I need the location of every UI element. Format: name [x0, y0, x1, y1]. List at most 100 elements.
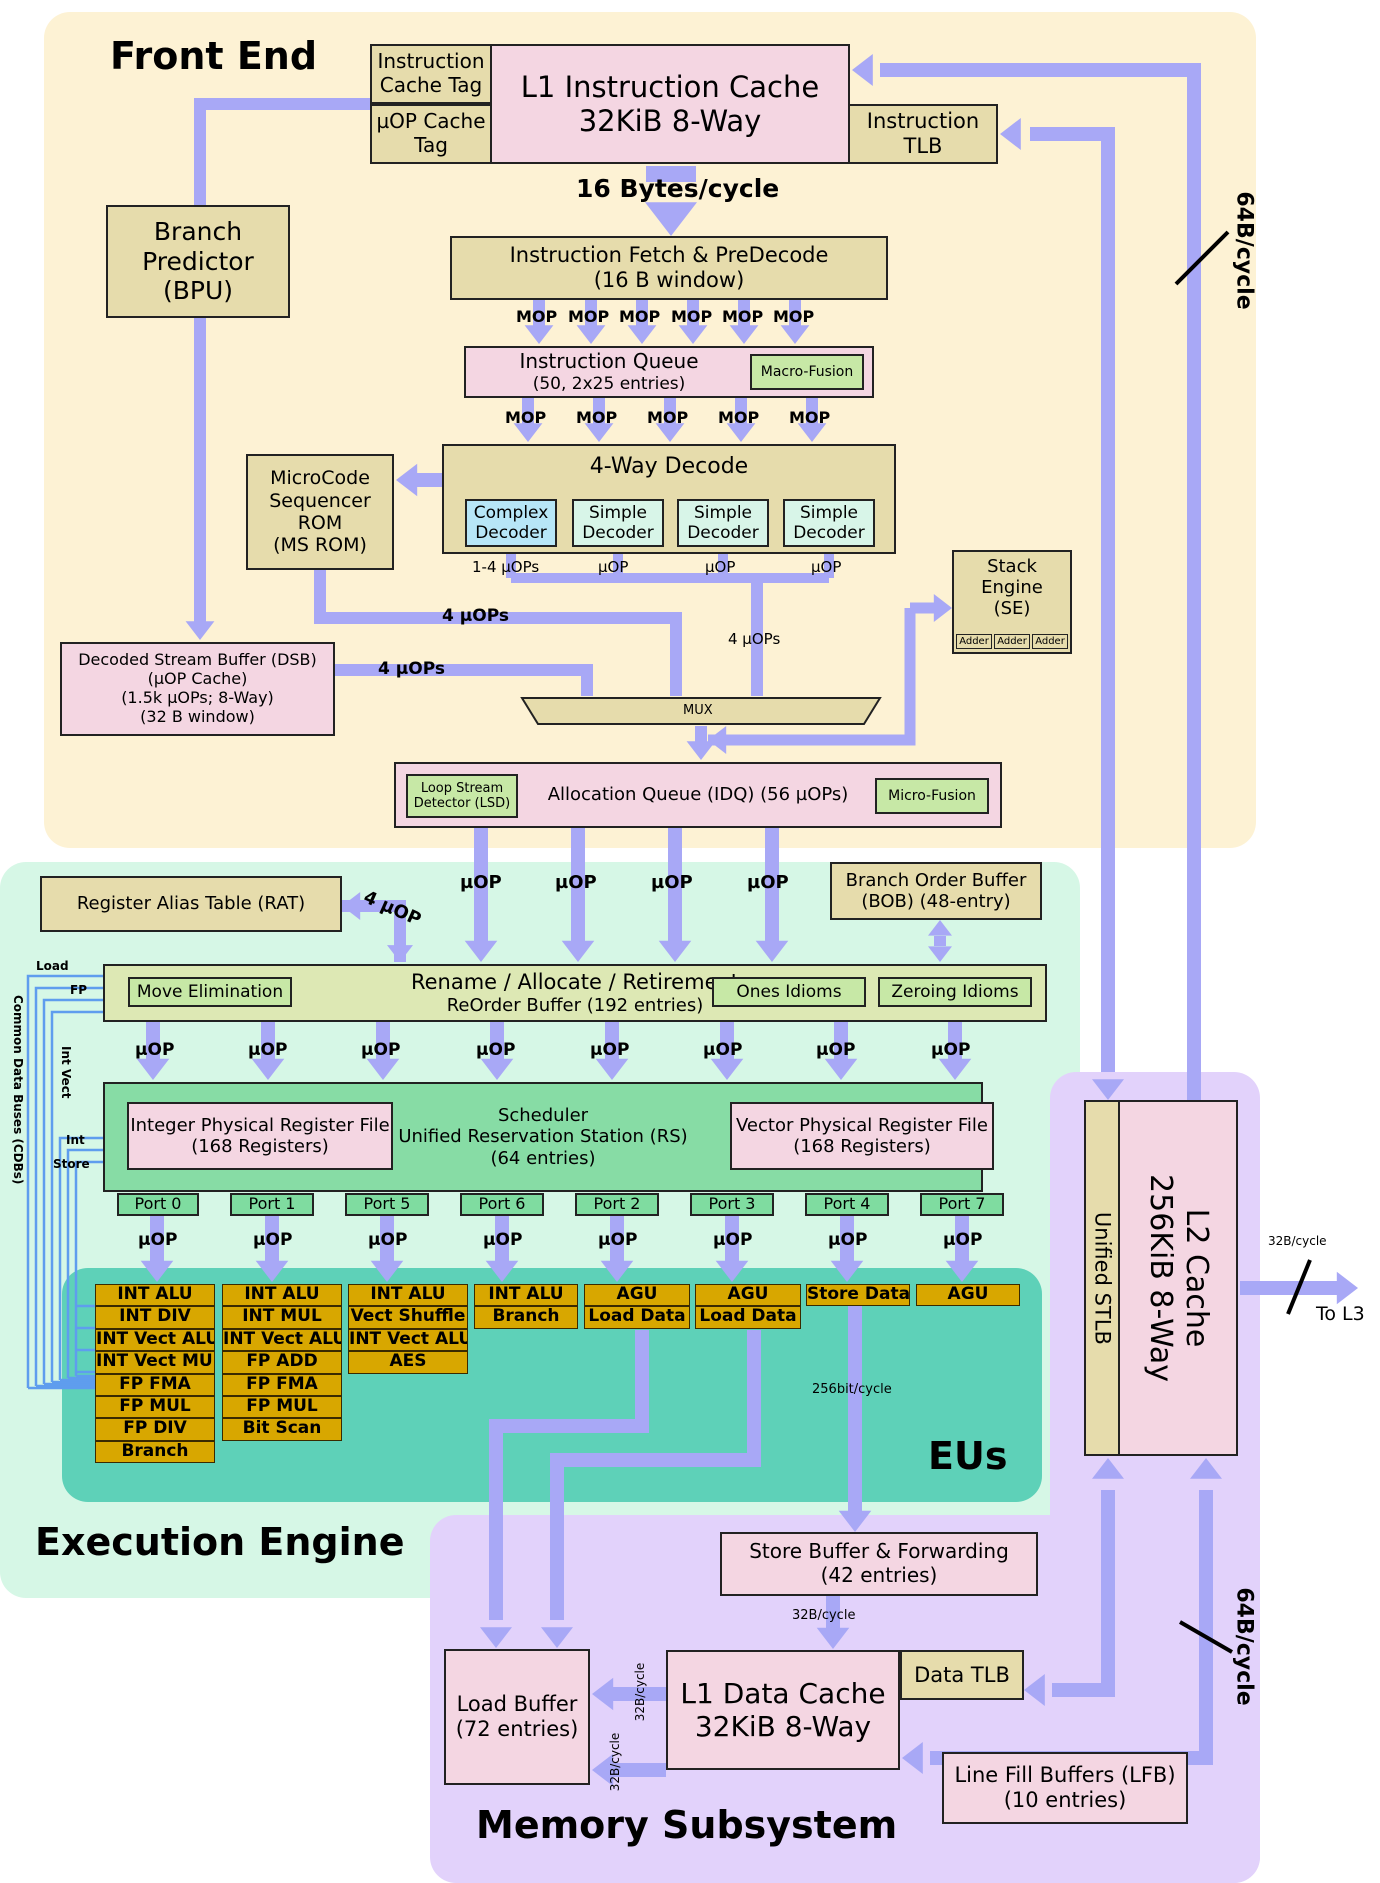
complex-decoder-line-2: Decoder	[475, 523, 547, 543]
dtlb-stlb-line	[1052, 1490, 1115, 1697]
int-prf-line-2: (168 Registers)	[191, 1136, 329, 1157]
mop-label: MOP	[647, 408, 689, 427]
rate-slash	[1286, 1259, 1312, 1315]
port-6-label: Port 6	[478, 1194, 526, 1214]
cdb-int-label: Int	[66, 1133, 85, 1147]
mop-arrow-head	[524, 325, 554, 344]
rob-uop-label: µOP	[476, 1040, 516, 1060]
rob-uop-label: µOP	[703, 1040, 743, 1060]
adder: Adder	[956, 634, 992, 649]
rat-rob-link	[342, 900, 406, 962]
l1-instruction-cache: L1 Instruction Cache 32KiB 8-Way	[490, 44, 850, 164]
data-tlb-label: Data TLB	[914, 1662, 1010, 1687]
decode-to-msrom-arrow-head	[396, 463, 418, 497]
l1d-to-lb-arrow-head	[592, 1677, 614, 1711]
eu-branch: Branch	[95, 1440, 215, 1464]
instruction-cache-tag: Instruction Cache Tag	[370, 44, 492, 104]
l1-data-cache: L1 Data Cache 32KiB 8-Way	[666, 1650, 900, 1770]
rob-uop-label: µOP	[361, 1040, 401, 1060]
port2-load-head	[480, 1627, 512, 1648]
lsd-line-1: Loop Stream	[420, 780, 504, 796]
load-buffer-line-2: (72 entries)	[455, 1717, 579, 1741]
port-uop-label: µOP	[943, 1230, 983, 1250]
fetch-path-stem	[646, 166, 696, 182]
l2-bottom-head	[1190, 1458, 1222, 1479]
port-uop-label: µOP	[138, 1230, 178, 1250]
adder-label: Adder	[1035, 635, 1065, 647]
macro-fusion-label: Macro-Fusion	[760, 363, 854, 380]
rob-uop-label: µOP	[590, 1040, 630, 1060]
store-buffer-rate-label: 32B/cycle	[792, 1608, 856, 1623]
rob-uop-arrow-head	[595, 1058, 629, 1080]
eu-fp-add: FP ADD	[222, 1351, 342, 1374]
decoder-uop-label: µOP	[811, 558, 842, 576]
rs-line-3: (64 entries)	[490, 1147, 596, 1169]
rob-uop-arrow-head	[938, 1058, 972, 1080]
port-2-label: Port 2	[593, 1194, 641, 1214]
mop-arrow-head	[780, 325, 810, 344]
l1d-line-1: L1 Data Cache	[680, 1676, 886, 1710]
mop-arrow-head	[576, 325, 606, 344]
adder-label: Adder	[959, 635, 989, 647]
dsb-to-mux-line	[335, 664, 593, 696]
eu-int-alu: INT ALU	[222, 1284, 342, 1307]
port-uop-label: µOP	[253, 1230, 293, 1250]
simple-decoder-line-1: Simple	[588, 502, 648, 523]
cdb-line	[74, 1160, 103, 1376]
memory-subsystem-title: Memory Subsystem	[476, 1803, 898, 1847]
move-elimination: Move Elimination	[128, 977, 292, 1007]
ifetch-line-1: Instruction Fetch & PreDecode	[509, 243, 829, 268]
rat-rob-head	[387, 945, 413, 962]
data-tlb: Data TLB	[900, 1650, 1024, 1700]
cdb-load-label: Load	[36, 959, 69, 973]
eu-fp-fma: FP FMA	[222, 1373, 342, 1396]
mop-arrow-head	[584, 423, 614, 442]
cdb-line	[66, 1148, 103, 1378]
load-buffer: Load Buffer (72 entries)	[444, 1649, 590, 1785]
l1d-l2-rate-label: 64B/cycle	[1231, 1587, 1257, 1706]
vec-prf-line-2: (168 Registers)	[793, 1136, 931, 1157]
complex-decoder: Complex Decoder	[465, 499, 557, 547]
idq-uop-arrow-head	[658, 940, 692, 962]
msrom-to-mux-line	[314, 570, 682, 696]
mop-label: MOP	[789, 408, 831, 427]
mop-label: MOP	[722, 307, 764, 326]
mop-label: MOP	[718, 408, 760, 427]
l1d-to-lb-rate-label: 32B/cycle	[608, 1732, 622, 1792]
bpu-cache-link	[194, 98, 370, 205]
l2-to-l1i-line	[880, 63, 1201, 1100]
vec-prf-line-1: Vector Physical Register File	[736, 1114, 988, 1136]
store-buffer-to-l1d-arrow-head	[816, 1627, 850, 1649]
bob-down-head	[928, 946, 952, 962]
mop-label: MOP	[671, 307, 713, 326]
idq-label: Allocation Queue (IDQ) (56 µOPs)	[547, 784, 849, 806]
front-end-title: Front End	[110, 34, 318, 78]
stack-engine-return-head	[708, 726, 727, 754]
l1i-title: L1 Instruction Cache	[520, 69, 820, 104]
eu-int-vect-alu: INT Vect ALU	[95, 1328, 215, 1352]
port2-load-line	[489, 1330, 649, 1620]
vector-physical-register-file: Vector Physical Register File (168 Regis…	[730, 1102, 994, 1170]
simple-decoder-line-2: Decoder	[582, 523, 654, 543]
l1i-l2-rate-label: 64B/cycle	[1231, 191, 1257, 310]
simple-decoder: Simple Decoder	[572, 499, 664, 547]
iq-line-1: Instruction Queue	[519, 349, 699, 374]
eu-fp-mul: FP MUL	[222, 1396, 342, 1419]
adder-label: Adder	[997, 635, 1027, 647]
mop-label: MOP	[576, 408, 618, 427]
lfb-line-2: (10 entries)	[1003, 1788, 1127, 1812]
decoder-uops-label: 1-4 µOPs	[472, 558, 540, 576]
l1d-to-lb-rate-label: 32B/cycle	[633, 1662, 647, 1722]
eu-int-vect-mul: INT Vect MUL	[95, 1351, 215, 1374]
stack-engine-link	[708, 608, 916, 746]
port3-load-head	[541, 1627, 573, 1648]
eu-int-alu: INT ALU	[95, 1284, 215, 1307]
mop-label: MOP	[619, 307, 661, 326]
decode-uops-label: 4 µOPs	[728, 630, 781, 648]
l2-cache: L2 Cache 256KiB 8-Way	[1118, 1100, 1238, 1456]
instruction-cache-tag-label: Instruction Cache Tag	[377, 49, 485, 97]
eu-int-vect-alu: INT Vect ALU	[348, 1328, 468, 1352]
port3-load-line	[550, 1330, 761, 1620]
rs-line-1: Scheduler	[497, 1105, 589, 1127]
